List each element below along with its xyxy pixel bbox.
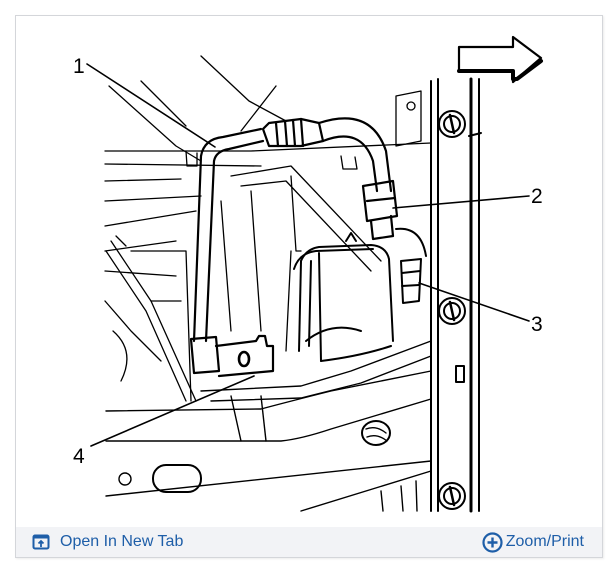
arrow-right-icon <box>457 35 543 84</box>
bolt-icon <box>438 110 466 138</box>
zoom-print-link[interactable]: Zoom/Print <box>482 531 584 553</box>
open-in-new-tab-link[interactable]: Open In New Tab <box>32 533 183 551</box>
open-in-new-tab-icon <box>32 534 50 550</box>
ac-line <box>189 117 399 378</box>
callout-4: 4 <box>73 445 85 468</box>
callout-2: 2 <box>531 185 543 208</box>
canister <box>293 232 394 362</box>
callout-1: 1 <box>73 55 85 78</box>
rail <box>430 77 482 513</box>
body-structure <box>104 55 432 402</box>
service-diagram: 1 2 3 4 <box>16 16 602 526</box>
callout-3: 3 <box>531 313 543 336</box>
open-in-new-tab-label: Open In New Tab <box>60 533 184 550</box>
diagram-card: 1 2 3 4 Open In New Tab <box>15 15 603 558</box>
zoom-print-label: Zoom/Print <box>505 533 584 550</box>
cross-member <box>105 340 432 512</box>
bolt-icon <box>438 297 466 325</box>
plus-circle-icon <box>482 531 503 553</box>
bolt-icon <box>438 482 466 510</box>
diagram-footer: Open In New Tab Zoom/Print <box>16 527 602 557</box>
sensor <box>395 227 427 304</box>
leader-lines <box>86 63 530 447</box>
